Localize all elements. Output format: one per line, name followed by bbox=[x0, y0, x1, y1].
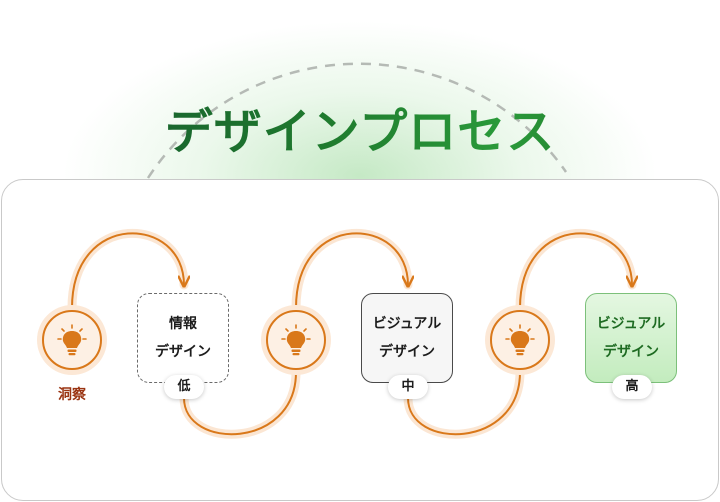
lightbulb-icon bbox=[42, 310, 102, 370]
level-badge-high: 高 bbox=[612, 375, 652, 399]
arrow-mid-to-insight bbox=[407, 371, 521, 436]
stage-label-line: 情報 bbox=[169, 316, 197, 332]
page-title: デザインプロセス bbox=[0, 92, 720, 162]
lightbulb-icon bbox=[490, 310, 550, 370]
level-badge-low: 低 bbox=[164, 375, 204, 399]
stage-information-design: 情報 デザイン bbox=[137, 293, 229, 383]
stage-visual-design-mid: ビジュアル デザイン bbox=[361, 293, 453, 383]
arrow-low-to-insight bbox=[183, 371, 297, 436]
stage-label-line: ビジュアル bbox=[596, 316, 666, 332]
arrow-insight-to-mid bbox=[295, 232, 408, 309]
arrow-insight-to-low bbox=[71, 232, 184, 309]
stage-label-line: デザイン bbox=[379, 344, 435, 360]
insight-label: 洞察 bbox=[58, 387, 86, 403]
arrow-insight-to-high bbox=[519, 232, 632, 309]
stage-label-line: ビジュアル bbox=[372, 316, 442, 332]
stage-visual-design-high: ビジュアル デザイン bbox=[585, 293, 677, 383]
level-badge-mid: 中 bbox=[388, 375, 428, 399]
lightbulb-icon bbox=[266, 310, 326, 370]
stage-label-line: デザイン bbox=[603, 344, 659, 360]
stage-label-line: デザイン bbox=[155, 344, 211, 360]
